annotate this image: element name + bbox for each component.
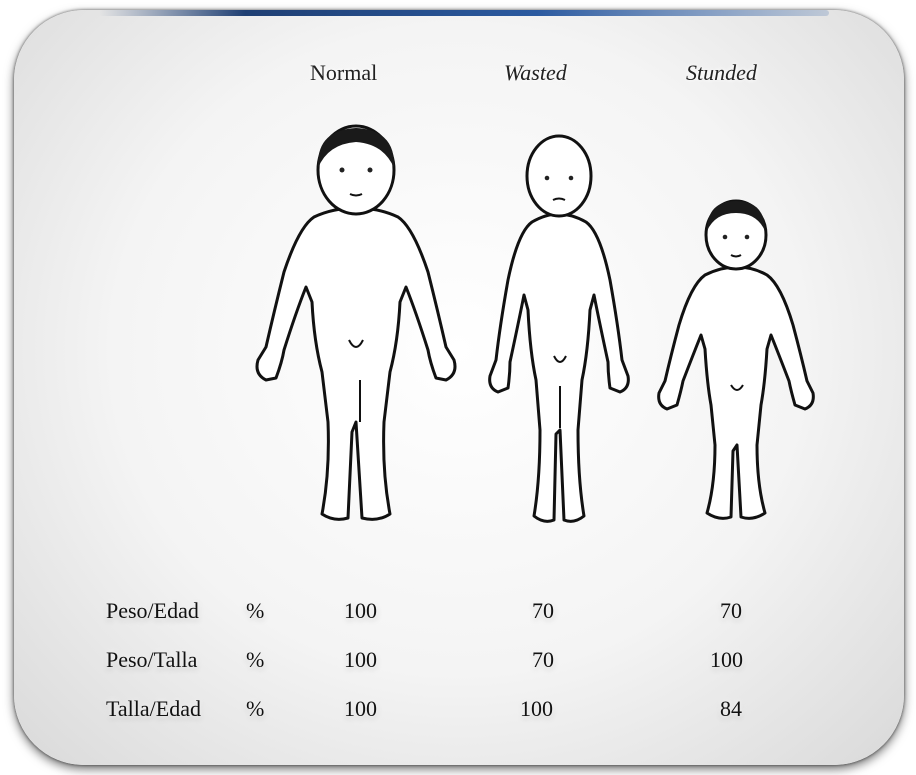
value-stunded-peso-edad: 70	[720, 598, 742, 624]
value-normal-peso-edad: 100	[344, 598, 377, 624]
unit-percent: %	[246, 647, 264, 673]
value-wasted-peso-edad: 70	[532, 598, 554, 624]
row-label-talla-edad: Talla/Edad	[106, 696, 201, 722]
value-stunded-talla-edad: 84	[720, 696, 742, 722]
figure-label-stunded: Stunded	[686, 60, 757, 86]
figure-card: Normal Wasted Stunded	[14, 10, 904, 765]
value-normal-peso-talla: 100	[344, 647, 377, 673]
unit-percent: %	[246, 598, 264, 624]
value-normal-talla-edad: 100	[344, 696, 377, 722]
row-label-peso-edad: Peso/Edad	[106, 598, 199, 624]
accent-bar	[99, 10, 829, 16]
figure-label-wasted: Wasted	[504, 60, 567, 86]
value-wasted-peso-talla: 70	[532, 647, 554, 673]
row-label-peso-talla: Peso/Talla	[106, 647, 197, 673]
unit-percent: %	[246, 696, 264, 722]
wasted-child-illustration	[474, 130, 634, 530]
figure-label-normal: Normal	[310, 60, 377, 86]
stunded-child-illustration	[649, 195, 819, 530]
normal-child-illustration	[244, 122, 454, 532]
value-stunded-peso-talla: 100	[710, 647, 743, 673]
value-wasted-talla-edad: 100	[520, 696, 553, 722]
